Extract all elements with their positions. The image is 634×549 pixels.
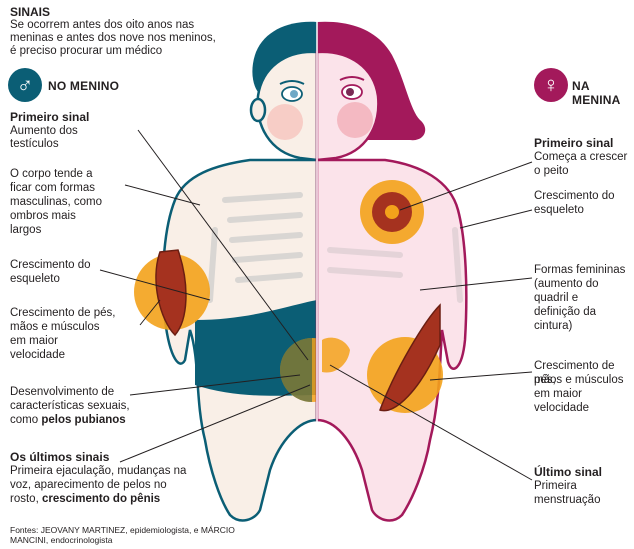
boy-label: NO MENINO xyxy=(48,79,120,93)
boy-first-sign-title: Primeiro sinal xyxy=(10,110,90,124)
girl-first-sign-l1: Começa a crescer xyxy=(534,151,628,163)
sources-l1: Fontes: JEOVANY MARTINEZ, epidemiologist… xyxy=(10,525,235,535)
boy-first-sign-l2: testículos xyxy=(10,138,59,150)
boy-feet-l4: velocidade xyxy=(10,349,65,361)
boy-leader-lines xyxy=(99,129,311,463)
girl-figure xyxy=(315,21,468,522)
girl-label: NA MENINA xyxy=(572,79,621,107)
girl-cheek xyxy=(337,102,373,138)
boy-body-l3: masculinas, como xyxy=(10,196,103,208)
header-line-1: Se ocorrem antes dos oito anos nas xyxy=(10,19,195,31)
girl-forms-l3: definição da xyxy=(534,306,597,318)
male-symbol-icon: ♂ xyxy=(8,68,42,102)
boy-muscle xyxy=(155,249,187,337)
boy-body-l4: ombros mais xyxy=(10,210,76,222)
sources-l2: MANCINI, endocrinologista xyxy=(10,535,113,545)
girl-forms-l1: (aumento do xyxy=(534,278,599,290)
boy-skeleton-l1: Crescimento do xyxy=(10,259,91,271)
boy-skeleton-l2: esqueleto xyxy=(10,273,60,285)
header-line-2: meninas e antes dos nove nos meninos, xyxy=(10,32,216,44)
girl-forms-title: Formas femininas xyxy=(534,264,626,276)
girl-skeleton-l1: Crescimento do xyxy=(534,190,615,202)
boy-sex-l3: como pelos pubianos xyxy=(10,414,126,426)
header-line-3: é preciso procurar um médico xyxy=(10,45,163,57)
boy-sex-l1: Desenvolvimento de xyxy=(10,386,115,398)
boy-sex-l2: características sexuais, xyxy=(10,400,130,412)
female-symbol-icon: ♀ xyxy=(534,68,568,102)
girl-skeleton-l2: esqueleto xyxy=(534,204,584,216)
girl-leader-lines xyxy=(329,161,533,481)
girl-first-sign-title: Primeiro sinal xyxy=(534,136,614,150)
girl-last-l1: Primeira xyxy=(534,480,577,492)
header-title: SINAIS xyxy=(10,5,51,19)
girl-feet-l1: Crescimento de pés, xyxy=(534,360,615,386)
girl-muscle xyxy=(379,303,441,412)
girl-first-sign-l2: o peito xyxy=(534,165,569,177)
girl-forms-l2: quadril e xyxy=(534,292,579,304)
boy-cheek xyxy=(267,104,303,140)
girl-last-sign-title: Último sinal xyxy=(534,465,603,479)
boy-last-signs-title: Os últimos sinais xyxy=(10,450,110,464)
boy-last-l2: voz, aparecimento de pelos no xyxy=(10,479,167,491)
girl-feet-l3: em maior xyxy=(534,388,582,400)
boy-ear xyxy=(249,97,267,123)
boy-last-l3: rosto, crescimento do pênis xyxy=(10,493,161,505)
boy-body-l2: ficar com formas xyxy=(10,182,95,194)
boy-pubic-hair-emphasis: pelos pubianos xyxy=(41,414,126,426)
girl-forms-l4: cintura) xyxy=(534,320,573,332)
boy-first-sign-l1: Aumento dos xyxy=(10,125,78,137)
boy-penis-growth-emphasis: crescimento do pênis xyxy=(41,493,161,505)
boy-body-l1: O corpo tende a xyxy=(10,168,93,180)
girl-feet-l4: velocidade xyxy=(534,402,589,414)
boy-body-l5: largos xyxy=(10,224,42,236)
girl-last-l2: menstruação xyxy=(534,494,601,506)
boy-last-l1: Primeira ejaculação, mudanças na xyxy=(10,465,187,477)
boy-feet-l1: Crescimento de pés, xyxy=(10,307,116,319)
girl-feet-l2: mãos e músculos xyxy=(534,374,624,386)
boy-feet-l3: em maior xyxy=(10,335,58,347)
boy-figure xyxy=(134,21,344,522)
boy-feet-l2: mãos e músculos xyxy=(10,321,100,333)
